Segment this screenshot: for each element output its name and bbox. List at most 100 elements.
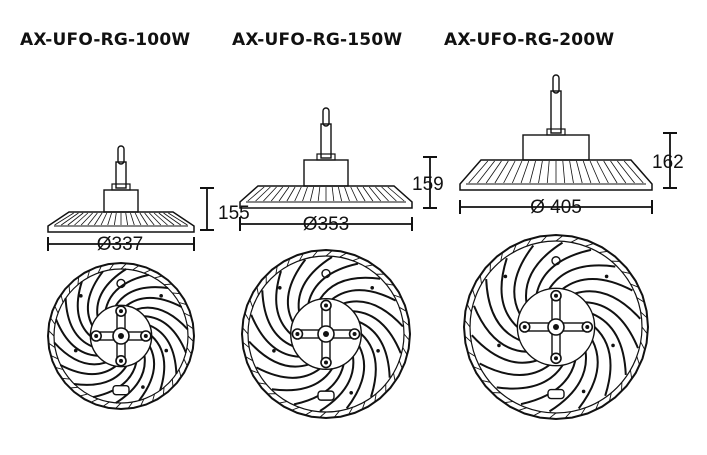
top-fixture bbox=[116, 278, 126, 289]
swirl-fin bbox=[319, 276, 381, 300]
heatsink-fin bbox=[309, 186, 315, 202]
housing-facet bbox=[471, 288, 476, 298]
housing-facet bbox=[374, 393, 377, 403]
housing-facet bbox=[640, 311, 648, 319]
swirl-fin bbox=[575, 290, 641, 320]
housing-facet bbox=[641, 326, 649, 335]
housing-facet bbox=[139, 398, 145, 407]
housing-facet bbox=[595, 401, 600, 411]
housing-facet bbox=[178, 369, 182, 378]
housing-facet bbox=[298, 252, 305, 261]
housing-facet bbox=[183, 312, 192, 318]
screw-dot bbox=[370, 286, 375, 290]
center-plate bbox=[516, 287, 596, 367]
side-view-150w bbox=[239, 107, 437, 231]
swirl-fin bbox=[548, 351, 587, 413]
housing-facet bbox=[186, 347, 193, 355]
cable-gland bbox=[317, 390, 335, 401]
housing-facet bbox=[555, 234, 564, 242]
cable-gland bbox=[547, 388, 565, 400]
heatsink-fin bbox=[270, 186, 284, 202]
mount-base bbox=[111, 183, 131, 191]
heatsink-fin bbox=[468, 160, 489, 184]
housing-facet bbox=[47, 329, 55, 337]
housing-facet bbox=[463, 319, 471, 328]
housing-facet bbox=[526, 238, 532, 247]
housing-facet bbox=[60, 294, 64, 303]
mount-bracket bbox=[550, 90, 562, 134]
housing-facet bbox=[564, 411, 572, 419]
heatsink-fin bbox=[278, 186, 290, 202]
heatsink-fin bbox=[344, 186, 350, 202]
heatsink-fin bbox=[61, 212, 79, 226]
center-plate bbox=[89, 304, 153, 368]
heatsink-fin bbox=[80, 212, 93, 226]
swirl-fin bbox=[500, 257, 519, 328]
heatsink-fin bbox=[362, 186, 374, 202]
swirl-fin bbox=[144, 315, 187, 354]
housing-facet bbox=[403, 333, 411, 342]
swirl-fin bbox=[86, 270, 104, 326]
heatsink-fin bbox=[158, 212, 175, 226]
bolt-center bbox=[94, 334, 99, 338]
height-label-200w: 162 bbox=[652, 152, 684, 173]
swirl-fin bbox=[73, 365, 128, 386]
heatsink-fin bbox=[94, 212, 103, 226]
bolt-center bbox=[119, 358, 123, 363]
housing-facet bbox=[630, 283, 640, 288]
housing-facet bbox=[364, 264, 374, 267]
housing-facet bbox=[162, 387, 165, 396]
heatsink-fin bbox=[538, 160, 543, 184]
outer-housing bbox=[462, 233, 650, 421]
swirl-fin bbox=[114, 286, 169, 307]
heatsink-body bbox=[239, 185, 413, 209]
housing-facet bbox=[621, 271, 632, 275]
swirl-fin bbox=[577, 339, 599, 410]
housing-facet bbox=[503, 401, 514, 404]
heatsink-fin bbox=[255, 186, 271, 202]
swirl-fin bbox=[125, 296, 183, 308]
swirl-fin bbox=[115, 355, 146, 404]
housing-facet bbox=[242, 341, 250, 348]
swirl-fin bbox=[76, 281, 91, 337]
housing-facet bbox=[640, 341, 646, 351]
mount-base bbox=[316, 153, 336, 161]
plan-view-150w bbox=[240, 248, 412, 420]
housing-facet bbox=[393, 294, 403, 299]
side-view-200w bbox=[459, 74, 677, 214]
housing-facet bbox=[585, 242, 595, 247]
bolt-center bbox=[324, 303, 328, 308]
bolt-center bbox=[554, 356, 558, 361]
heatsink-fin bbox=[603, 160, 618, 184]
heatsink-fin bbox=[317, 186, 321, 202]
swirl-fin bbox=[473, 305, 527, 353]
housing-facet bbox=[61, 377, 70, 380]
housing-facet bbox=[171, 379, 174, 388]
housing-facet bbox=[464, 335, 472, 343]
housing-facet bbox=[108, 263, 115, 271]
screw-dot bbox=[141, 385, 145, 389]
housing-facet bbox=[304, 410, 313, 416]
housing-facet bbox=[339, 252, 348, 258]
cable-gland bbox=[112, 384, 130, 396]
housing-facet bbox=[467, 351, 476, 357]
swirl-fin bbox=[307, 262, 359, 304]
housing-facet bbox=[636, 356, 641, 366]
housing-facet bbox=[164, 283, 173, 286]
heatsink-fin bbox=[350, 186, 358, 202]
swirl-fin bbox=[138, 346, 156, 402]
heatsink-fin bbox=[87, 212, 98, 226]
outer-housing bbox=[240, 248, 412, 420]
heatsink-fin bbox=[107, 212, 112, 226]
heatsink-fin bbox=[168, 212, 188, 226]
swirl-fin bbox=[248, 340, 309, 368]
housing-facet bbox=[79, 393, 88, 397]
housing-facet bbox=[241, 326, 249, 335]
screw-dot bbox=[604, 274, 609, 279]
plan-view-100w bbox=[46, 261, 196, 411]
swirl-fin bbox=[471, 334, 537, 364]
housing-facet bbox=[187, 335, 195, 343]
swirl-fin bbox=[496, 364, 564, 390]
heatsink-fin bbox=[139, 212, 148, 226]
